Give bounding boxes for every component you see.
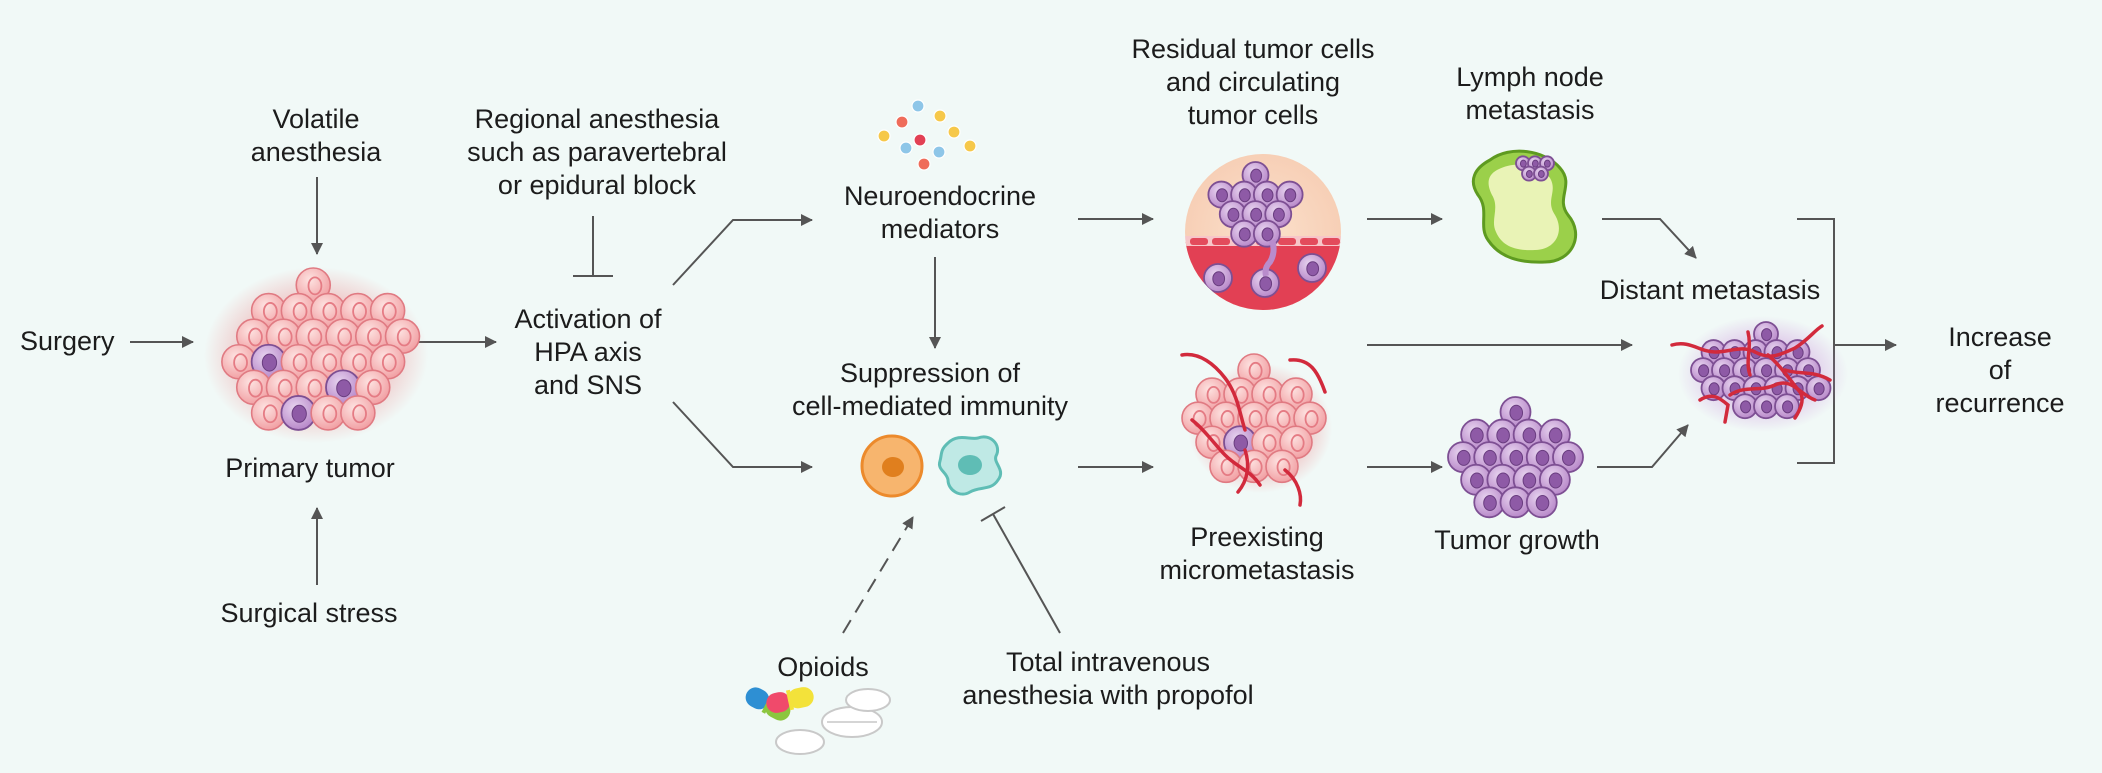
- endothelial-cell: [1322, 238, 1340, 245]
- metastatic-cell: [1521, 165, 1537, 182]
- metastatic-cell: [1552, 441, 1584, 474]
- endothelial-cell: [1278, 238, 1296, 245]
- mediator-dot: [932, 145, 946, 159]
- metastatic-cell: [1774, 393, 1800, 420]
- metastatic-cell: [1533, 165, 1549, 182]
- metastatic-cell: [1460, 463, 1493, 496]
- distant-metastasis-illustration: [1670, 316, 1848, 432]
- metastatic-cell: [1499, 396, 1532, 428]
- neuroendocrine-mediators-label: Neuroendocrine mediators: [843, 181, 1037, 244]
- neuroendocrine-mediator-dots: [877, 99, 977, 171]
- mediator-dot: [947, 125, 961, 139]
- tumor-cell: [295, 318, 332, 354]
- metastatic-cell: [1252, 219, 1281, 248]
- tumor-cell: [1237, 401, 1271, 435]
- surgical-stress-label: Surgical stress: [220, 598, 398, 628]
- suppression-immunity-label: Suppression of cell-mediated immunity: [791, 358, 1069, 421]
- mediator-dot: [895, 115, 909, 129]
- tumor-growth-illustration: [1447, 396, 1584, 519]
- bracket-to-recurrence: [1797, 218, 1835, 464]
- tumor-cell: [354, 318, 391, 354]
- residual-tumor-illustration: [1185, 154, 1362, 310]
- tumor-cell: [1279, 377, 1313, 411]
- lymph-node-illustration: [1471, 149, 1578, 264]
- micrometastasis-illustration: [1180, 352, 1332, 507]
- primary-tumor-illustration: [204, 267, 428, 443]
- arrow-activation-to-neuroendocrine: [672, 214, 813, 286]
- teal-immune-cell: [937, 435, 1003, 496]
- circulating-tumor-cell: [1297, 253, 1327, 283]
- distant-metastasis-label: Distant metastasis: [1599, 275, 1821, 305]
- tumor-cell: [250, 343, 287, 380]
- tumor-cell: [310, 292, 346, 329]
- opioid-pills-illustration: [745, 687, 891, 755]
- endothelial-cell: [1300, 238, 1318, 245]
- circulating-tumor-cell: [1250, 268, 1280, 298]
- residual-tumor-cells-label: Residual tumor cells and circulating tum…: [1131, 34, 1375, 130]
- mediator-dot: [933, 109, 947, 123]
- mediator-dot: [877, 129, 891, 143]
- opioids-label: Opioids: [777, 652, 869, 682]
- increase-of-recurrence-label: Increase of recurrence: [1935, 322, 2065, 418]
- mediator-dot: [899, 141, 913, 155]
- endothelial-cell: [1212, 238, 1230, 245]
- tumor-cell: [280, 395, 317, 431]
- primary-tumor-label: Primary tumor: [225, 453, 395, 483]
- tumor-cell: [340, 395, 376, 431]
- metastatic-cell: [1230, 219, 1259, 248]
- circulating-tumor-cell: [1203, 263, 1233, 293]
- arrow-lymph-to-distant: [1602, 218, 1697, 259]
- inhibit-regional-anesthesia: [573, 216, 613, 277]
- mediator-dot: [913, 133, 927, 147]
- tumor-cell: [369, 292, 406, 329]
- arrows: [130, 177, 1897, 634]
- metastatic-cell: [1525, 486, 1558, 519]
- metastatic-cell: [1753, 393, 1779, 420]
- tiva-propofol-label: Total intravenous anesthesia with propof…: [962, 647, 1254, 710]
- metastatic-cell: [1241, 200, 1270, 229]
- arrow-activation-to-suppression: [672, 401, 813, 473]
- arrow-growth-to-distant: [1597, 424, 1689, 468]
- endothelial-cell: [1344, 238, 1362, 245]
- metastatic-cell: [1499, 486, 1532, 519]
- tumor-cell: [1279, 425, 1313, 460]
- arrow-opioids-to-immune: [842, 516, 914, 634]
- metastatic-cell: [1499, 441, 1532, 474]
- regional-anesthesia-label: Regional anesthesia such as paravertebra…: [467, 104, 727, 200]
- mediator-dot: [911, 99, 925, 113]
- metastatic-cell: [1538, 463, 1571, 496]
- tumor-cell: [325, 318, 361, 354]
- mediator-dot: [917, 157, 931, 171]
- activation-hpa-sns-label: Activation of HPA axis and SNS: [514, 304, 662, 400]
- orange-immune-cell: [860, 434, 924, 498]
- mediator-dot: [963, 139, 977, 153]
- volatile-anesthesia-label: Volatile anesthesia: [250, 104, 382, 167]
- tumor-cell: [369, 343, 406, 380]
- lymph-node-metastasis-label: Lymph node metastasis: [1456, 62, 1604, 125]
- surgery-label: Surgery: [20, 326, 115, 356]
- tumor-growth-label: Tumor growth: [1434, 525, 1600, 555]
- endothelial-cell: [1190, 238, 1208, 245]
- tumor-cell: [310, 395, 346, 431]
- inhibit-tiva: [980, 506, 1061, 634]
- preexisting-micrometastasis-label: Preexisting micrometastasis: [1159, 522, 1355, 585]
